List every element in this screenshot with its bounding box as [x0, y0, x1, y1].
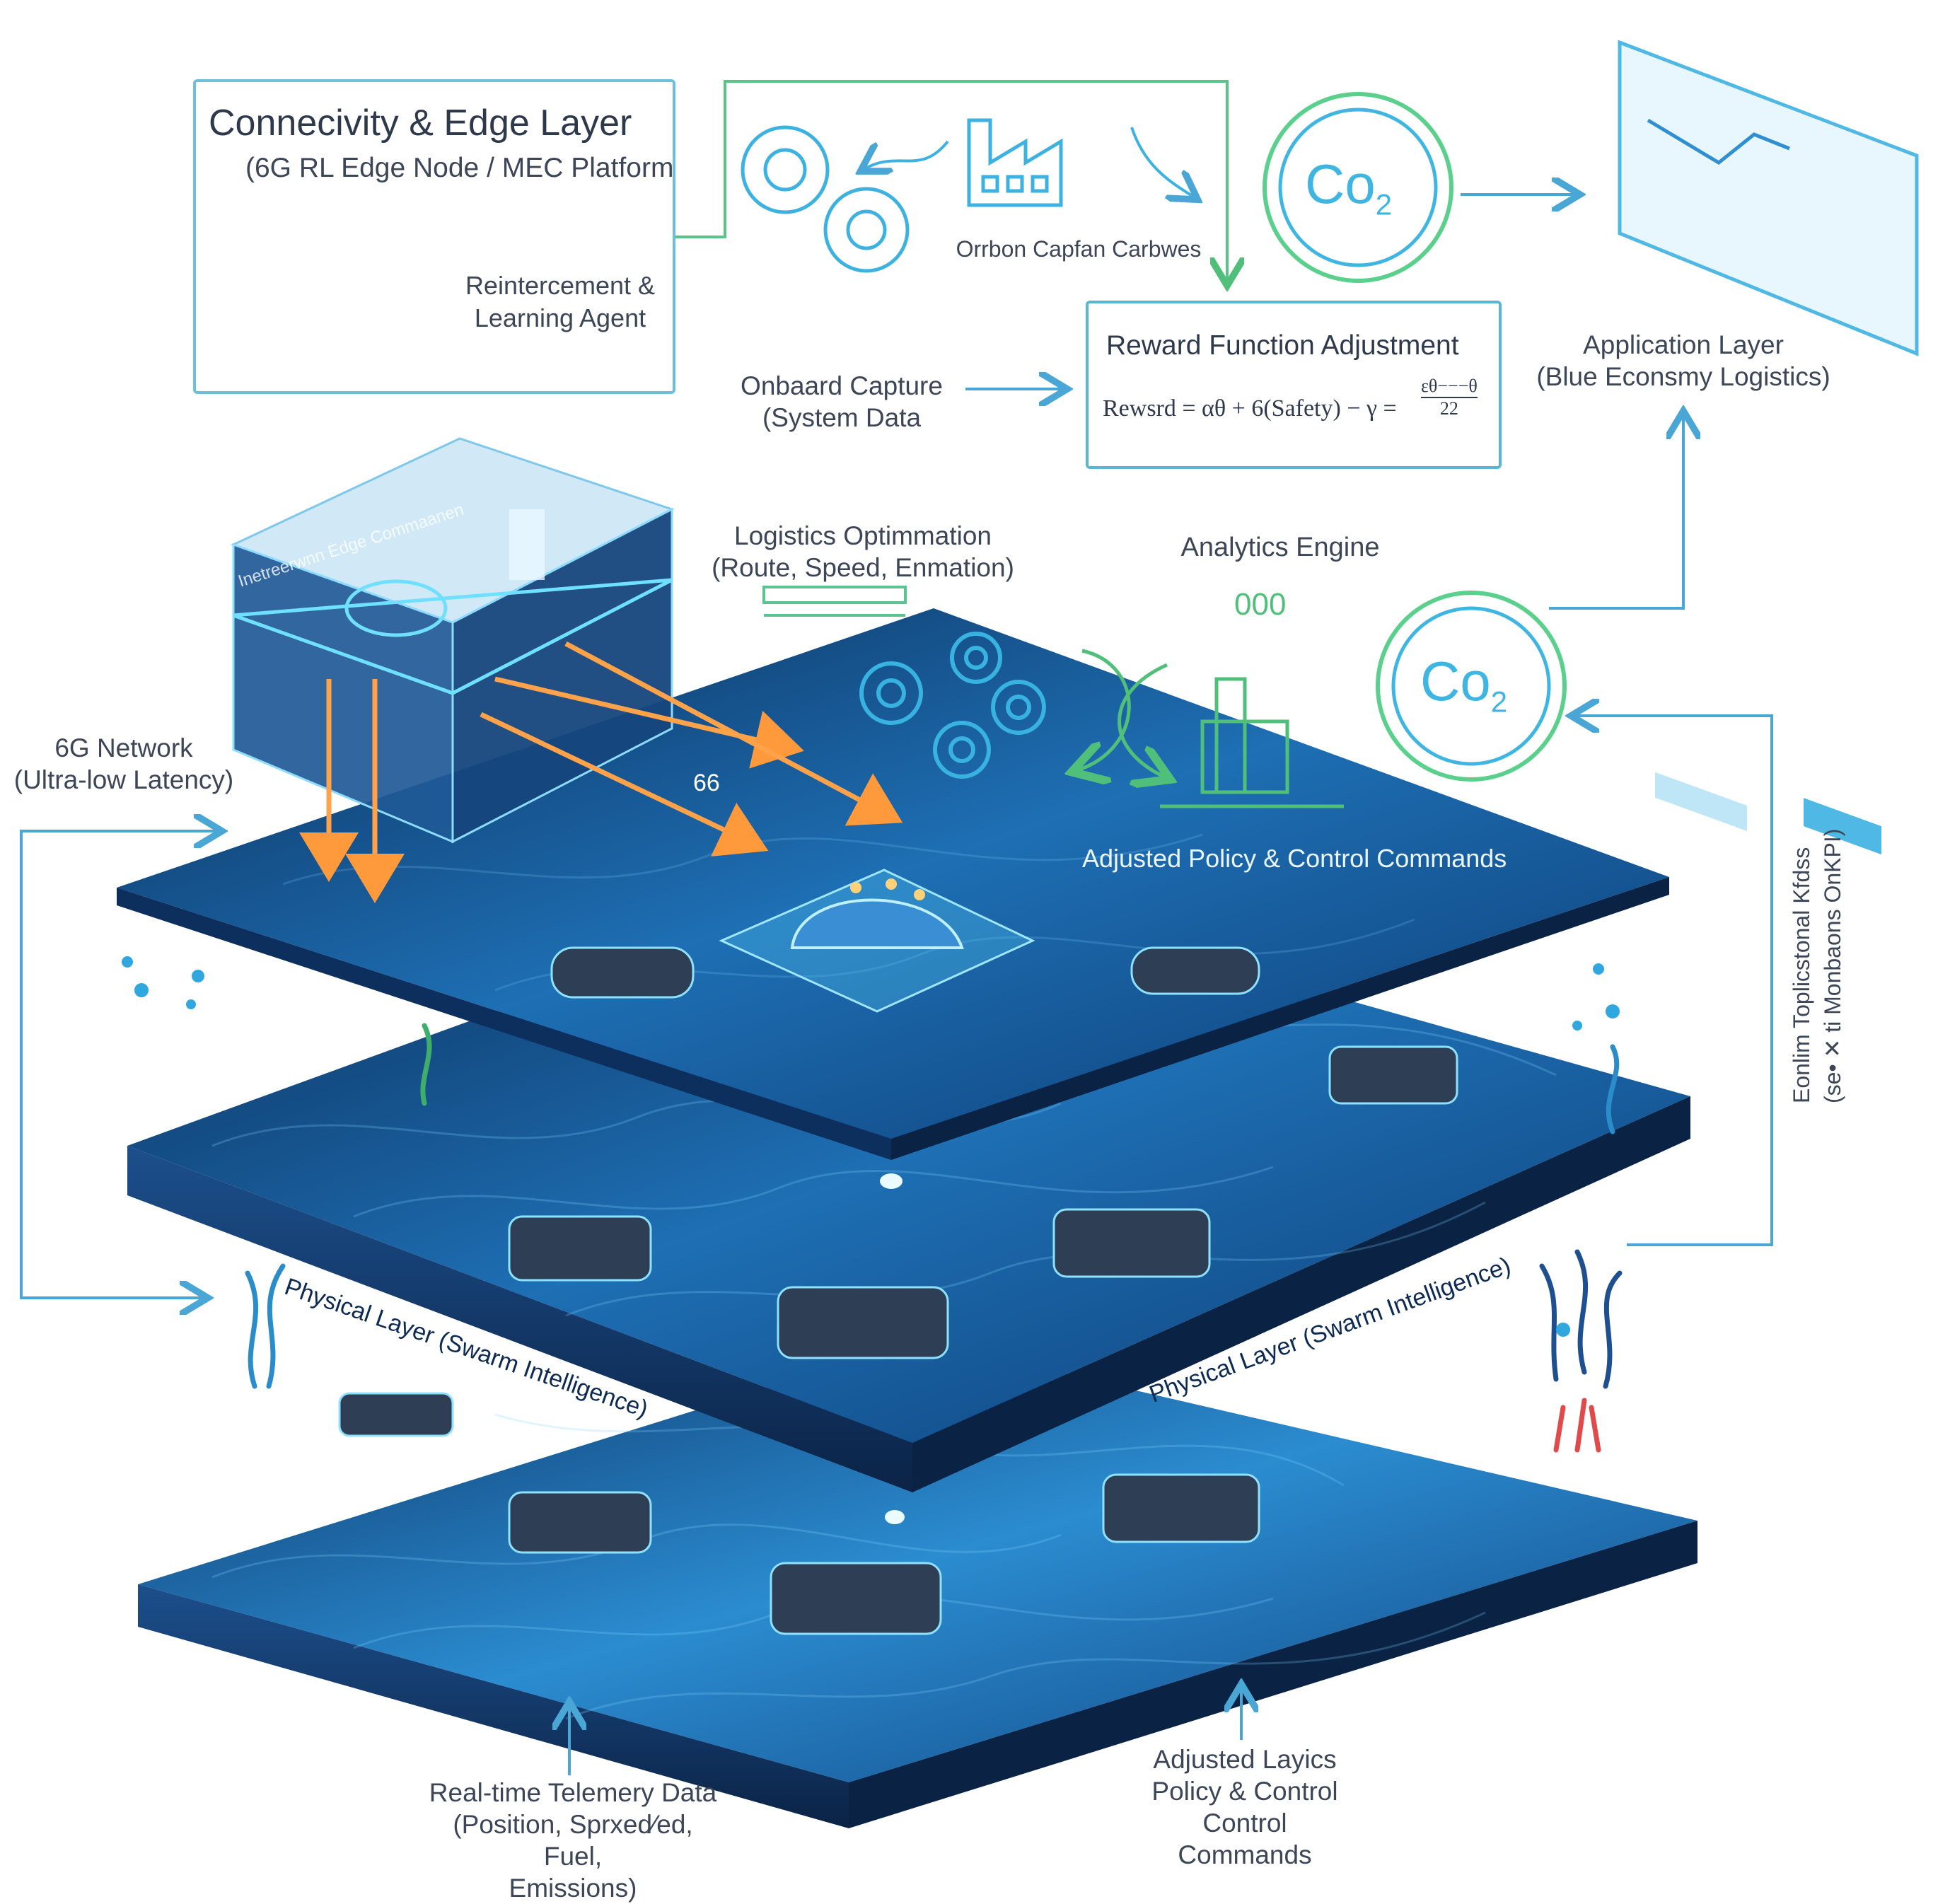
flow-arrows-icon	[863, 127, 1195, 198]
seaweed-decor	[245, 1023, 1623, 1453]
edge-node-cube	[231, 437, 675, 844]
connector-lines	[20, 80, 1773, 1775]
co2-sub: 2	[1490, 685, 1508, 719]
onboard-capture-label: Onbaard Capture (System Data	[741, 371, 943, 432]
telemetry-label: Real-time Telemery Data (Position, Sprxe…	[429, 1778, 717, 1903]
analytics-engine-label: Analytics Engine	[1180, 533, 1380, 562]
logistics-label: Logistics Optimmation (Route, Speed, Enm…	[712, 521, 1014, 582]
side-kpi-line2: (se• ✕ ti Monbaons OnKPI)	[1820, 828, 1845, 1103]
adjusted-policy-label: Adjusted Policy & Control Commands	[1082, 844, 1507, 873]
learning-agent-label: Reintercement & Learning Agent	[465, 271, 656, 332]
reward-formula-left: Rewsrd = αθ + 6(Safety) − γ =	[1103, 395, 1397, 422]
edge-layer-box: Connecivity & Edge Layer (6G RL Edge Nod…	[193, 79, 675, 394]
chip-icon	[762, 586, 907, 617]
reward-numerator: εθ−−−θ	[1421, 376, 1478, 398]
factory-icon	[967, 118, 1063, 207]
counter-text: 000	[1234, 587, 1287, 622]
co2-ring-top	[1263, 92, 1453, 283]
reward-formula-fraction: εθ−−−θ 22	[1421, 376, 1478, 419]
reward-title: Reward Function Adjustment	[1106, 330, 1459, 361]
refinery-icon	[1075, 649, 1344, 808]
application-layer-label: Application Layer (Blue Econsmy Logistic…	[1536, 330, 1830, 391]
side-kpi-text: Eonlim Toplicstonal Kfdss (se• ✕ ti Monb…	[1786, 829, 1848, 1103]
top-gears-icon	[741, 125, 910, 273]
sixg-network-label: 6G Network (Ultra-low Latency)	[13, 733, 234, 794]
dashboard-panel	[1618, 40, 1919, 855]
reward-formula: Rewsrd = αθ + 6(Safety) − γ = εθ−−−θ 22	[1103, 376, 1478, 422]
side-kpi-line1: Eonlim Toplicstonal Kfdss	[1789, 847, 1814, 1103]
co2-sub: 2	[1375, 187, 1393, 221]
adjusted-bottom-label: Adjusted Layics Policy & Control Control…	[1151, 1745, 1338, 1869]
vehicle-icons	[338, 946, 1458, 1635]
reward-denominator: 22	[1439, 398, 1458, 419]
gear-cluster-icon	[859, 632, 1046, 779]
bottom-ocean-layer	[138, 1340, 1697, 1828]
edge-layer-title: Connecivity & Edge Layer	[209, 103, 632, 144]
reward-function-box: Reward Function Adjustment Rewsrd = αθ +…	[1086, 301, 1502, 469]
co2-ring-mid	[1376, 591, 1567, 782]
beam-arrows	[299, 641, 903, 903]
co2-label-mid: Co2	[1420, 649, 1507, 719]
carbon-capture-label: Orrbon Capfan Carbwes	[956, 236, 1202, 262]
bubble-decor	[122, 956, 1620, 1337]
sixg-mark: 66	[693, 770, 720, 796]
co2-label-top: Co2	[1305, 152, 1392, 222]
co2-text: Co	[1305, 153, 1376, 215]
co2-text: Co	[1420, 650, 1491, 712]
edge-layer-subtitle: (6G RL Edge Node / MEC Platform	[245, 153, 674, 183]
top-ocean-layer	[117, 608, 1669, 1160]
